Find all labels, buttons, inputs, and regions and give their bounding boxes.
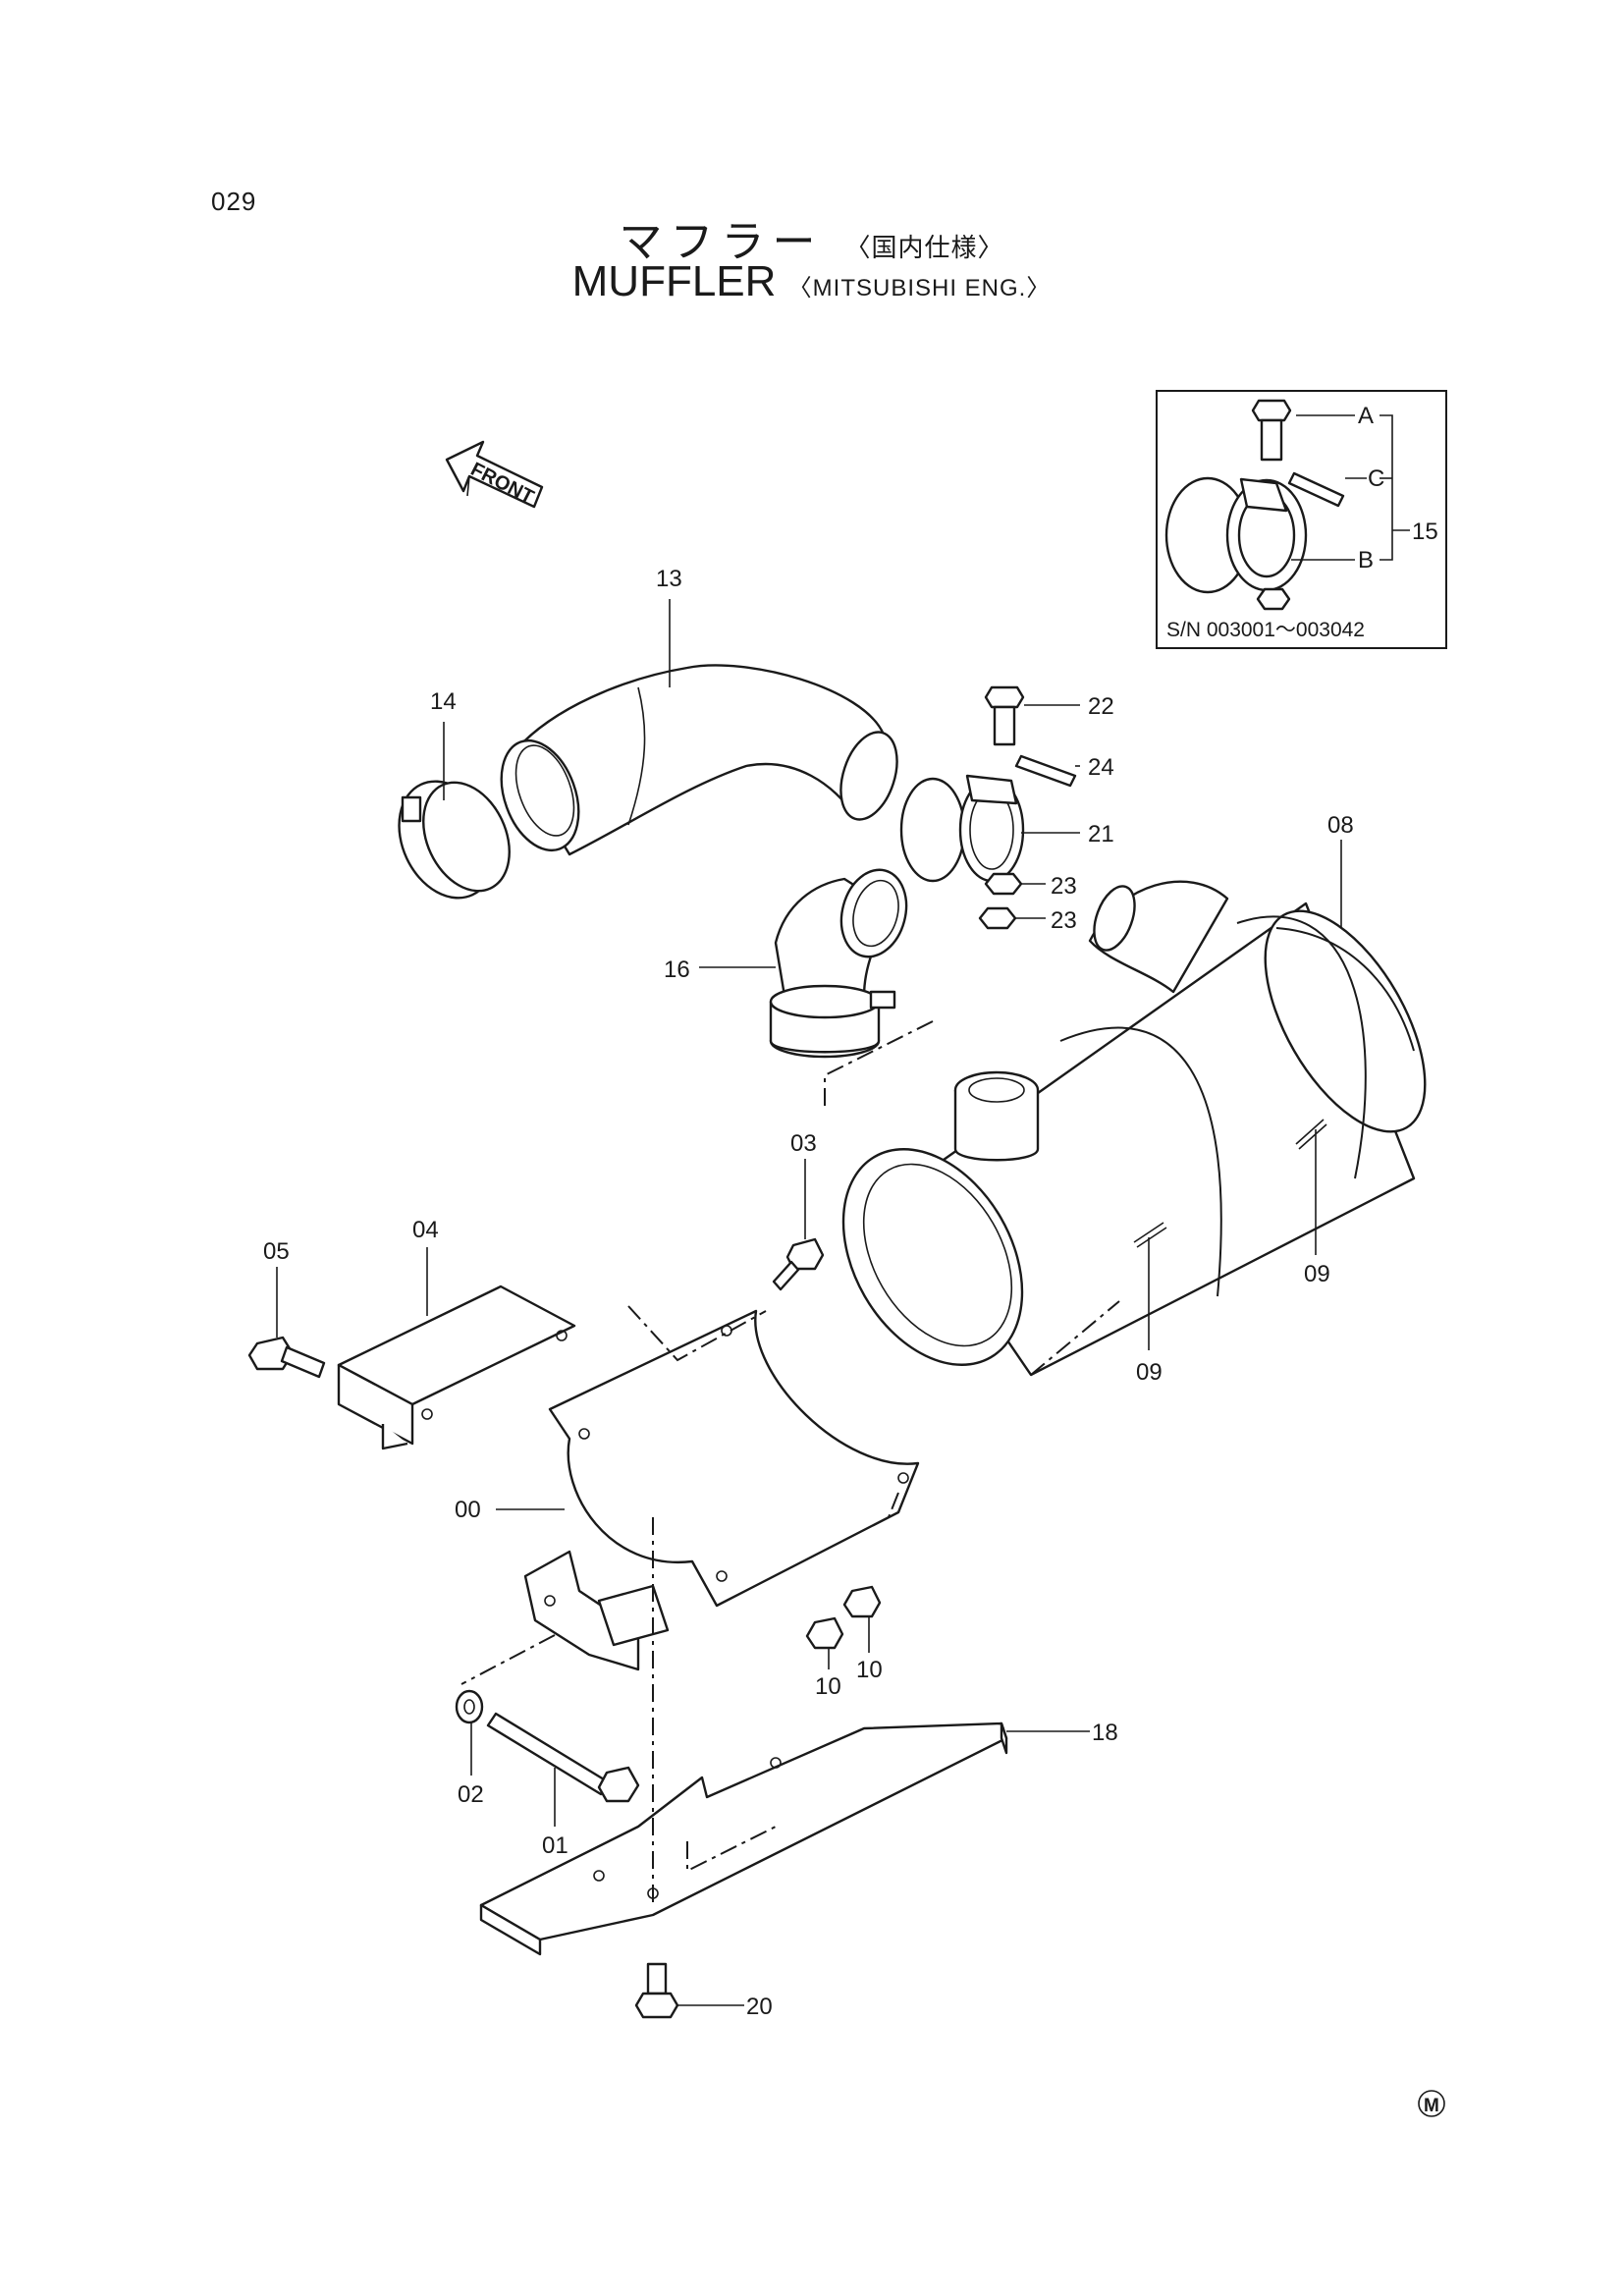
clamp-bolt (984, 685, 1025, 746)
title-english: MUFFLER 〈MITSUBISHI ENG.〉 (0, 257, 1623, 306)
inset-part-15: 15 (1412, 519, 1438, 545)
clamp-nut-upper (984, 872, 1023, 896)
title-japanese-spec: 〈国内仕様〉 (844, 234, 1004, 263)
bracket-plate (337, 1285, 576, 1450)
hose-band (398, 780, 511, 900)
muffler-body (841, 880, 1427, 1377)
callout-09-right: 09 (1304, 1261, 1330, 1287)
callout-00: 00 (455, 1497, 481, 1523)
elbow-adaptor (769, 868, 908, 1059)
title-english-main: MUFFLER (571, 257, 777, 305)
inset-detail-box: A B C 15 S/N 003001～003042 (1156, 390, 1447, 649)
muffler-bracket (523, 1309, 920, 1671)
maker-mark-icon: M (1418, 2090, 1445, 2117)
bracket-nut-right (842, 1585, 882, 1618)
leader-lines (276, 599, 1342, 2006)
inset-callout-c: C (1368, 465, 1384, 492)
assembly-center-lines (460, 1020, 1120, 1905)
wire-spring-left (1133, 1222, 1167, 1248)
washer (455, 1689, 484, 1724)
maker-mark-letter: M (1424, 2096, 1439, 2116)
bracket-nut-left (805, 1616, 844, 1650)
clamp-nut-lower (978, 906, 1017, 930)
callout-20: 20 (746, 1994, 773, 2020)
callout-14: 14 (430, 688, 457, 715)
callout-10-right: 10 (856, 1657, 883, 1683)
callout-13: 13 (656, 566, 682, 592)
exhaust-pipe-elbow (500, 664, 898, 856)
clamp-pin (1014, 754, 1077, 788)
inset-nut-icon (1256, 587, 1291, 611)
wire-spring-right (1295, 1119, 1327, 1150)
callout-23-upper: 23 (1051, 873, 1077, 900)
title-japanese-main: マフラー (619, 217, 824, 267)
inset-bolt-icon (1251, 399, 1292, 462)
callout-23-lower: 23 (1051, 907, 1077, 934)
callout-labels: 13 14 22 24 21 23 23 08 16 03 04 05 09 0… (263, 566, 1354, 2020)
inset-pin-icon (1287, 471, 1345, 508)
bracket-bolt (772, 1237, 825, 1291)
callout-03: 03 (790, 1130, 817, 1157)
callout-01: 01 (542, 1832, 568, 1859)
callout-21: 21 (1088, 821, 1114, 847)
front-label: FRONT (467, 459, 537, 509)
callout-02: 02 (458, 1781, 484, 1808)
callout-04: 04 (412, 1217, 439, 1243)
callout-24: 24 (1088, 754, 1114, 781)
title-english-spec: 〈MITSUBISHI ENG.〉 (787, 275, 1052, 301)
front-arrow-icon: FRONT (445, 440, 544, 509)
callout-16: 16 (664, 957, 690, 983)
callout-18: 18 (1092, 1720, 1118, 1746)
callout-09-left: 09 (1136, 1359, 1163, 1386)
inset-serial-range: S/N 003001～003042 (1166, 619, 1365, 641)
base-bolt (634, 1962, 679, 2019)
callout-22: 22 (1088, 693, 1114, 720)
pipe-clamp (899, 774, 1025, 883)
inset-callout-b: B (1358, 547, 1374, 574)
callout-05: 05 (263, 1238, 290, 1265)
inset-frame (1156, 390, 1447, 649)
callout-08: 08 (1327, 812, 1354, 839)
inset-callout-a: A (1358, 403, 1374, 429)
long-bolt (486, 1712, 640, 1803)
title-japanese: マフラー 〈国内仕様〉 (0, 206, 1623, 269)
inset-clamp-icon (1164, 476, 1308, 594)
callout-10-left: 10 (815, 1673, 841, 1700)
base-plate (479, 1722, 1008, 1956)
plate-bolt (247, 1336, 326, 1379)
page-code: 029 (211, 187, 257, 216)
